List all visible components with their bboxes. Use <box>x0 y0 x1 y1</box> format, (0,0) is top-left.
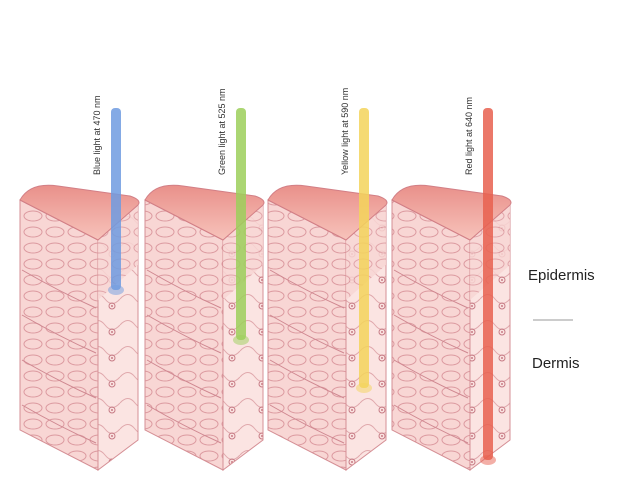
skin-block <box>392 185 511 470</box>
beam-glow <box>356 383 372 393</box>
beam-bar <box>483 108 493 460</box>
beam-glow <box>233 335 249 345</box>
skin-blocks <box>20 185 511 470</box>
skin-block <box>20 185 139 470</box>
skin-block <box>145 185 264 470</box>
beam-bar <box>236 108 246 340</box>
skin-block <box>268 185 387 470</box>
beam-glow <box>480 455 496 465</box>
dermis-label: Dermis <box>532 355 580 372</box>
layer-legend: Epidermis Dermis <box>528 267 595 372</box>
beam-bar <box>111 108 121 290</box>
beam-label: Yellow light at 590 nm <box>340 88 350 175</box>
beam-label: Red light at 640 nm <box>464 97 474 175</box>
beam-label: Blue light at 470 nm <box>92 95 102 175</box>
beam-glow <box>108 285 124 295</box>
beam-label: Green light at 525 nm <box>217 88 227 175</box>
epidermis-label: Epidermis <box>528 267 595 284</box>
beam-bar <box>359 108 369 388</box>
